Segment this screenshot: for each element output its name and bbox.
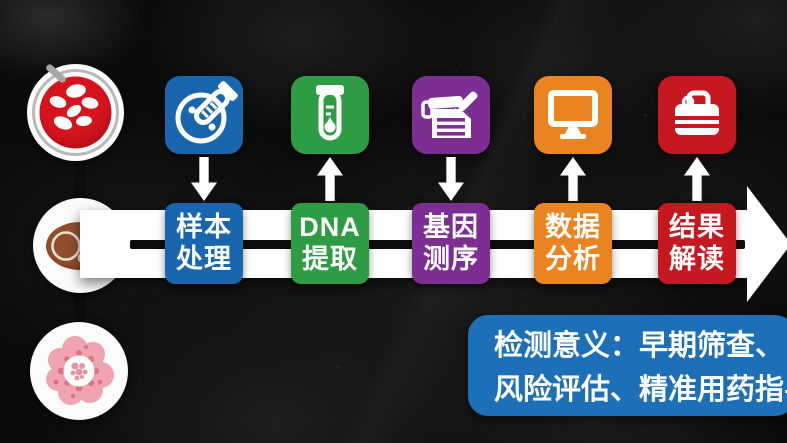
step-label-data-analysis: 数据 分析 [534, 203, 612, 284]
step-label-line: 结果 [669, 212, 725, 243]
step-icon-gene-sequencing [412, 76, 490, 154]
petri-dish-graphic [32, 69, 119, 156]
step-label-line: 测序 [423, 243, 479, 274]
timeline-arrowhead [747, 186, 787, 302]
cell-cluster-graphic [46, 336, 114, 405]
step-label-line: 基因 [423, 212, 479, 243]
step-label-line: 解读 [669, 243, 725, 274]
report-case-icon [675, 90, 719, 135]
step-icon-data-analysis [534, 76, 612, 154]
step-label-line: 数据 [545, 212, 601, 243]
test-tube-icon [316, 85, 344, 141]
step-label-sample-processing: 样本 处理 [165, 203, 243, 284]
petri-dish-culture-icon [27, 64, 124, 161]
cell-cluster-icon [30, 322, 128, 420]
step-label-line: DNA [299, 212, 361, 243]
step-label-gene-sequencing: 基因 测序 [412, 203, 490, 284]
step-icon-result-interpretation [658, 76, 736, 154]
step-label-line: 处理 [176, 243, 232, 274]
step-icon-dna-extraction [291, 76, 369, 154]
info-line-1: 检测意义：早期筛查、 [494, 330, 785, 362]
petri-dish-test-tube-icon [175, 81, 238, 144]
document-pen-icon [421, 91, 478, 138]
step-label-line: 提取 [302, 243, 358, 274]
step-label-result-interpretation: 结果 解读 [658, 203, 736, 284]
info-line-2: 风险评估、精准用药指导 [494, 373, 787, 406]
step-icon-sample-processing [165, 76, 243, 154]
testing-significance-box: 检测意义：早期筛查、 风险评估、精准用药指导 [468, 315, 787, 416]
step-label-dna-extraction: DNA 提取 [291, 203, 369, 284]
monitor-icon [548, 90, 598, 139]
step-label-line: 样本 [176, 212, 232, 243]
sample-connector-line [74, 150, 86, 208]
step-label-line: 分析 [545, 243, 601, 274]
